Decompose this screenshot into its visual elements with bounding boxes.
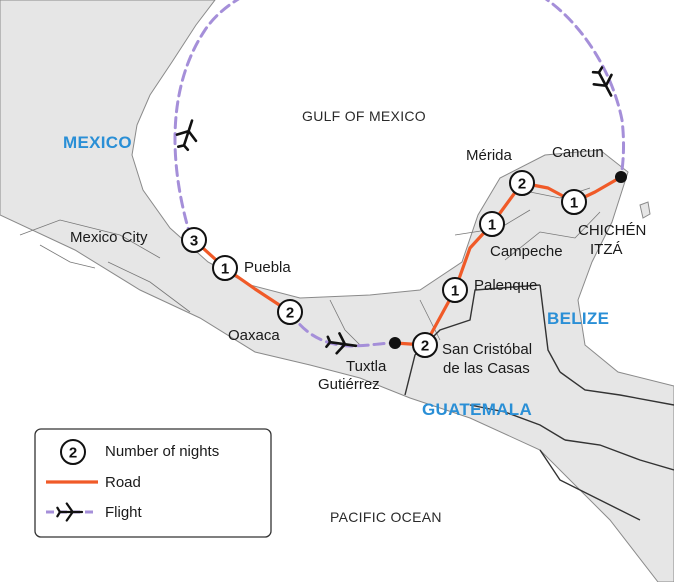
- city-label-tuxtla: Tuxtla: [346, 358, 387, 375]
- guatemala-label: GUATEMALA: [422, 400, 532, 419]
- city-label-chichen: CHICHÉN: [578, 222, 646, 239]
- city-label-cancun: Cancun: [552, 144, 604, 161]
- city-label-palenque: Palenque: [474, 277, 537, 294]
- city-label-itza: ITZÁ: [590, 241, 623, 258]
- nights-marker-puebla: 1: [212, 255, 238, 281]
- nights-marker-san-cristobal: 2: [412, 332, 438, 358]
- svg-text:2: 2: [69, 445, 77, 462]
- gulf-of-mexico-label: GULF OF MEXICO: [302, 108, 426, 124]
- flight-segment-northeast: [544, 0, 626, 179]
- city-label-puebla: Puebla: [244, 259, 291, 276]
- pacific-ocean-label: PACIFIC OCEAN: [330, 509, 442, 525]
- svg-text:3: 3: [190, 233, 198, 250]
- flight-segment-north: [173, 0, 240, 240]
- nights-marker-campeche: 1: [479, 211, 505, 237]
- city-label-campeche: Campeche: [490, 243, 563, 260]
- svg-text:2: 2: [518, 176, 526, 193]
- city-label-gutierrez: Gutiérrez: [318, 376, 380, 393]
- svg-text:1: 1: [221, 261, 229, 278]
- cozumel-island: [639, 201, 651, 219]
- svg-text:1: 1: [570, 195, 578, 212]
- city-label-mexico-city: Mexico City: [70, 229, 148, 246]
- svg-text:1: 1: [451, 283, 459, 300]
- city-label-san-cristobal: San Cristóbal: [442, 341, 532, 358]
- svg-text:2: 2: [421, 338, 429, 355]
- country-borders: [404, 284, 674, 521]
- legend: 2 Number of nights Road Flight: [34, 428, 272, 538]
- cancun-dot: [615, 171, 627, 183]
- city-label-de-las-casas: de las Casas: [443, 360, 530, 377]
- legend-road-label: Road: [105, 474, 141, 491]
- state-borders: [19, 187, 601, 346]
- nights-marker-oaxaca: 2: [277, 299, 303, 325]
- legend-nights-marker: 2: [60, 439, 86, 465]
- svg-text:1: 1: [488, 217, 496, 234]
- mexico-label: MEXICO: [63, 133, 132, 152]
- legend-flight-label: Flight: [105, 504, 143, 521]
- nights-marker-palenque: 1: [442, 277, 468, 303]
- nights-marker-chichen-itza: 1: [561, 189, 587, 215]
- nights-marker-mexico-city: 3: [181, 227, 207, 253]
- svg-text:2: 2: [286, 305, 294, 322]
- legend-box: [34, 428, 272, 538]
- belize-label: BELIZE: [547, 309, 609, 328]
- legend-nights-label: Number of nights: [105, 443, 219, 460]
- road-mexico-city-oaxaca: [192, 238, 292, 314]
- city-label-oaxaca: Oaxaca: [228, 327, 280, 344]
- city-label-merida: Mérida: [466, 147, 513, 164]
- tuxtla-dot: [389, 337, 401, 349]
- nights-marker-merida: 2: [509, 170, 535, 196]
